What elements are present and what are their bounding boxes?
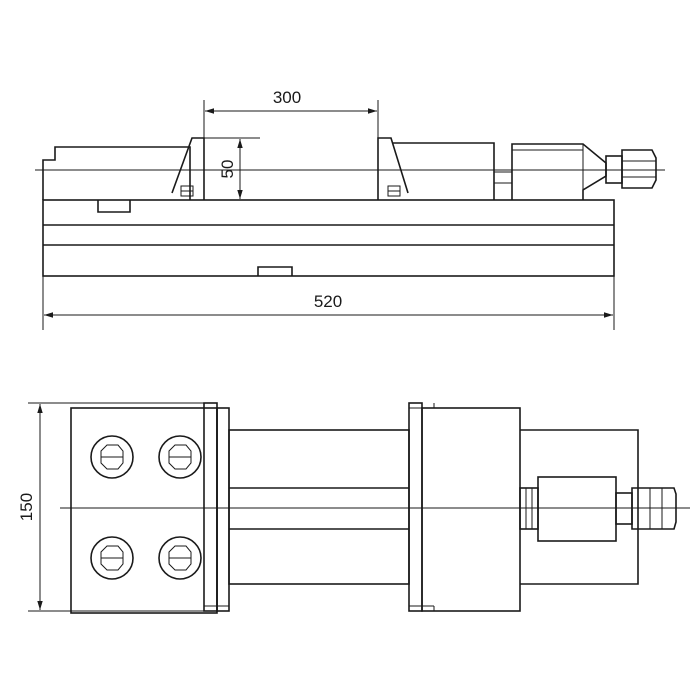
dimension-label-520: 520: [314, 292, 342, 311]
dimension-jaw-height: 50: [196, 137, 260, 199]
dimension-jaw-opening: 300: [203, 88, 379, 140]
spindle-housing: [511, 143, 607, 200]
dimension-label-300: 300: [273, 88, 301, 107]
movable-jaw-block: [408, 402, 423, 612]
bolt-head: [158, 536, 202, 580]
rear-housing: [520, 429, 639, 585]
front-view: [35, 137, 665, 277]
fixed-jaw-body: [42, 146, 191, 200]
guide-rail: [228, 429, 410, 585]
top-view: [60, 402, 690, 614]
bolt-head: [90, 536, 134, 580]
base-slot: [257, 266, 293, 276]
bolt-head: [90, 435, 134, 479]
spindle-nut: [621, 149, 657, 189]
dimension-label-150: 150: [17, 493, 36, 521]
bolt-head: [158, 435, 202, 479]
dimension-overall-width: 150: [17, 402, 204, 612]
fixed-jaw-plate: [70, 407, 218, 614]
movable-jaw: [377, 137, 409, 200]
dimension-label-50: 50: [218, 160, 237, 179]
vise-base: [42, 199, 615, 277]
dimension-overall-length: 520: [42, 276, 615, 330]
spindle-nut-top: [631, 487, 677, 530]
